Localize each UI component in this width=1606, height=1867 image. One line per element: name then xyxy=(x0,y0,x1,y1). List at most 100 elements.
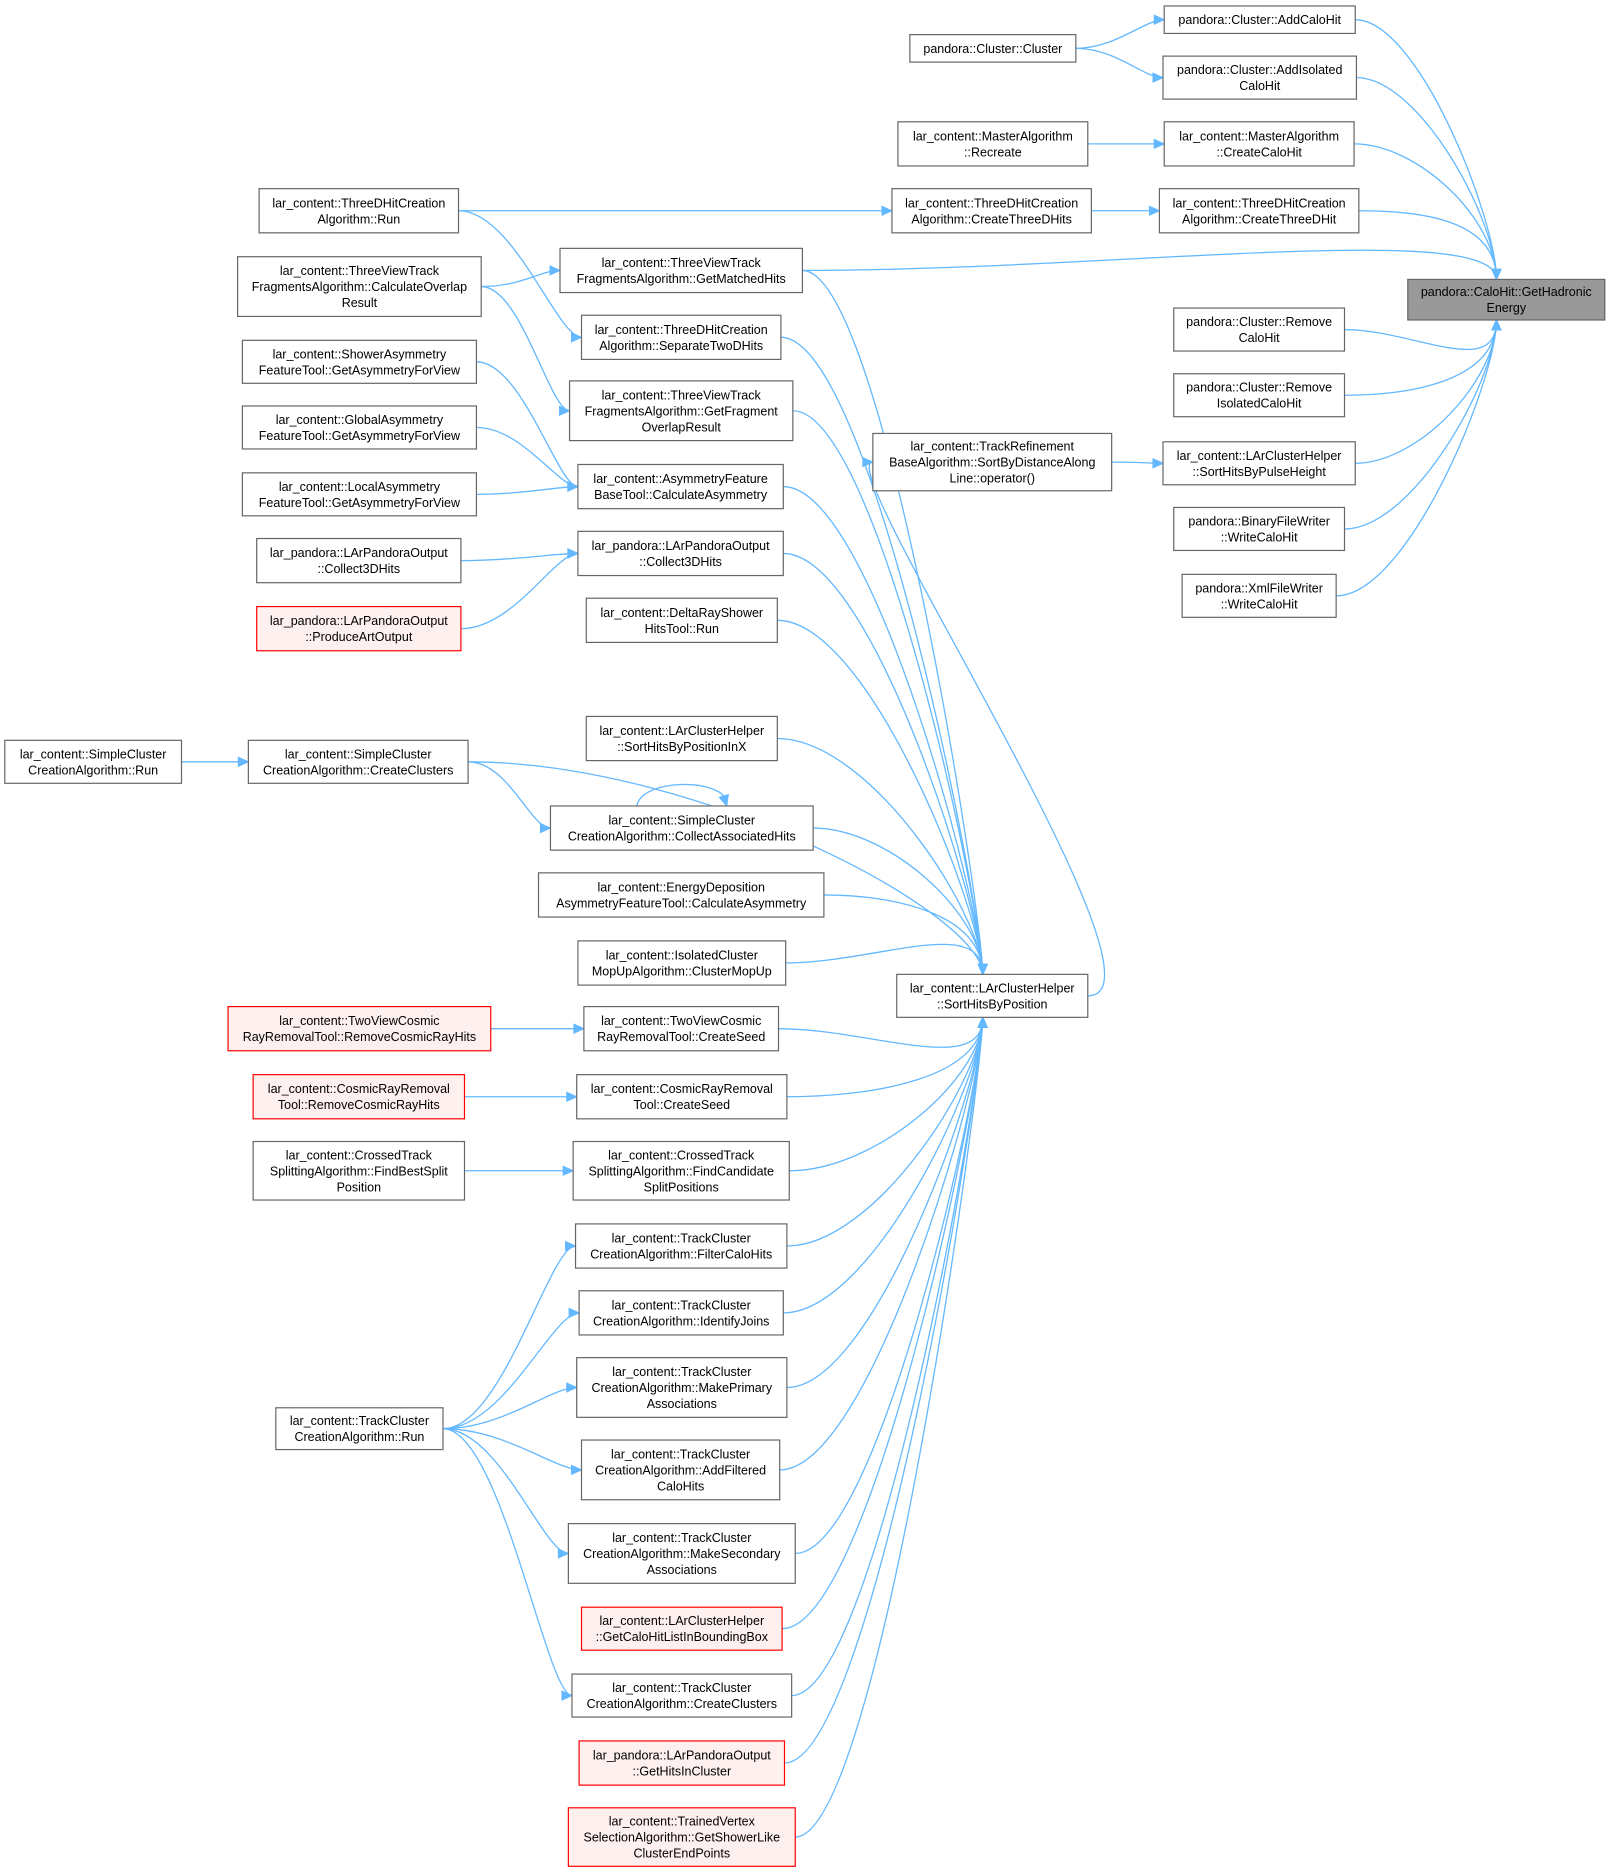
graph-node[interactable]: lar_content::SimpleClusterCreationAlgori… xyxy=(549,805,814,851)
graph-node[interactable]: lar_content::ThreeDHitCreationAlgorithm:… xyxy=(891,188,1092,234)
node-box[interactable] xyxy=(576,1074,788,1120)
node-box[interactable] xyxy=(247,739,469,784)
node-box[interactable] xyxy=(252,1140,466,1201)
node-box[interactable] xyxy=(4,739,183,784)
graph-node[interactable]: lar_content::TrackClusterCreationAlgorit… xyxy=(574,1223,788,1269)
node-box[interactable] xyxy=(568,380,794,442)
graph-node[interactable]: lar_content::MasterAlgorithm::CreateCalo… xyxy=(1163,121,1355,167)
graph-node[interactable]: lar_content::TrackClusterCreationAlgorit… xyxy=(580,1439,781,1501)
graph-node[interactable]: lar_content::CosmicRayRemovalTool::Remov… xyxy=(252,1074,466,1120)
graph-node[interactable]: lar_content::IsolatedClusterMopUpAlgorit… xyxy=(577,940,787,986)
graph-node[interactable]: lar_pandora::LArPandoraOutput::GetHitsIn… xyxy=(578,1740,786,1786)
graph-node[interactable]: lar_content::TrackClusterCreationAlgorit… xyxy=(578,1290,784,1336)
node-box[interactable] xyxy=(241,339,478,384)
graph-node[interactable]: lar_content::EnergyDepositionAsymmetryFe… xyxy=(537,872,825,918)
node-box[interactable] xyxy=(237,256,482,318)
graph-node[interactable]: lar_content::TrackClusterCreationAlgorit… xyxy=(275,1407,444,1451)
node-box[interactable] xyxy=(252,1074,466,1120)
graph-node[interactable]: lar_content::MasterAlgorithm::Recreate xyxy=(897,121,1089,167)
graph-node[interactable]: lar_content::ThreeViewTrackFragmentsAlgo… xyxy=(237,256,482,318)
graph-node[interactable]: lar_content::ThreeDHitCreationAlgorithm:… xyxy=(258,188,460,234)
node-box[interactable] xyxy=(580,314,782,361)
graph-node[interactable]: pandora::BinaryFileWriter::WriteCaloHit xyxy=(1173,506,1346,552)
graph-node[interactable]: lar_content::TwoViewCosmicRayRemovalTool… xyxy=(227,1005,492,1052)
node-box[interactable] xyxy=(574,1223,788,1269)
node-box[interactable] xyxy=(891,188,1092,234)
node-box[interactable] xyxy=(537,872,825,918)
node-box[interactable] xyxy=(578,1740,786,1786)
node-box[interactable] xyxy=(1173,307,1346,352)
graph-node[interactable]: lar_content::TrackClusterCreationAlgorit… xyxy=(576,1357,788,1418)
node-box[interactable] xyxy=(576,1357,788,1418)
node-box[interactable] xyxy=(577,463,784,510)
node-box[interactable] xyxy=(1407,278,1606,321)
graph-node[interactable]: lar_pandora::LArPandoraOutput::Collect3D… xyxy=(256,537,462,584)
node-box[interactable] xyxy=(1163,121,1355,167)
node-box[interactable] xyxy=(275,1407,444,1451)
graph-node[interactable]: lar_content::ThreeDHitCreationAlgorithm:… xyxy=(580,314,782,361)
node-box[interactable] xyxy=(258,188,460,234)
node-box[interactable] xyxy=(1173,373,1346,418)
graph-node[interactable]: lar_content::AsymmetryFeatureBaseTool::C… xyxy=(577,463,784,510)
graph-node[interactable]: lar_content::ThreeViewTrackFragmentsAlgo… xyxy=(568,380,794,442)
graph-node[interactable]: lar_content::LocalAsymmetryFeatureTool::… xyxy=(241,472,478,517)
node-box[interactable] xyxy=(580,1439,781,1501)
node-box[interactable] xyxy=(241,472,478,517)
graph-node[interactable]: lar_content::LArClusterHelper::SortHitsB… xyxy=(1162,441,1356,486)
graph-node[interactable]: pandora::Cluster::Cluster xyxy=(909,34,1077,63)
graph-node[interactable]: lar_content::ThreeDHitCreationAlgorithm:… xyxy=(1158,188,1360,234)
node-box[interactable] xyxy=(583,1005,780,1052)
graph-node[interactable]: lar_content::TrackClusterCreationAlgorit… xyxy=(571,1673,793,1718)
node-box[interactable] xyxy=(896,973,1089,1018)
node-box[interactable] xyxy=(559,247,804,294)
node-box[interactable] xyxy=(227,1005,492,1052)
node-box[interactable] xyxy=(572,1140,790,1201)
node-box[interactable] xyxy=(1162,441,1356,486)
graph-node[interactable]: lar_pandora::LArPandoraOutput::ProduceAr… xyxy=(256,605,462,652)
node-box[interactable] xyxy=(909,34,1077,63)
node-box[interactable] xyxy=(577,530,784,577)
graph-node[interactable]: lar_content::LArClusterHelper::SortHitsB… xyxy=(585,715,778,762)
graph-node[interactable]: lar_content::LArClusterHelper::GetCaloHi… xyxy=(580,1606,783,1651)
graph-node[interactable]: lar_content::ShowerAsymmetryFeatureTool:… xyxy=(241,339,478,384)
graph-node[interactable]: lar_pandora::LArPandoraOutput::Collect3D… xyxy=(577,530,784,577)
node-box[interactable] xyxy=(1181,573,1337,618)
node-box[interactable] xyxy=(897,121,1089,167)
node-box[interactable] xyxy=(578,1290,784,1336)
graph-node[interactable]: lar_content::GlobalAsymmetryFeatureTool:… xyxy=(241,405,478,450)
node-box[interactable] xyxy=(567,1523,796,1584)
node-box[interactable] xyxy=(256,605,462,652)
node-box[interactable] xyxy=(585,597,778,644)
graph-node[interactable]: lar_content::TwoViewCosmicRayRemovalTool… xyxy=(583,1005,780,1052)
graph-node[interactable]: pandora::Cluster::AddCaloHit xyxy=(1163,5,1356,35)
graph-node[interactable]: lar_content::TrainedVertexSelectionAlgor… xyxy=(567,1807,796,1867)
graph-node[interactable]: lar_content::CosmicRayRemovalTool::Creat… xyxy=(576,1074,788,1120)
graph-node[interactable]: lar_content::ThreeViewTrackFragmentsAlgo… xyxy=(559,247,804,294)
node-box[interactable] xyxy=(567,1807,796,1867)
node-box[interactable] xyxy=(577,940,787,986)
node-box[interactable] xyxy=(585,715,778,762)
graph-node[interactable]: lar_content::LArClusterHelper::SortHitsB… xyxy=(896,973,1089,1018)
graph-node[interactable]: pandora::XmlFileWriter::WriteCaloHit xyxy=(1181,573,1337,618)
node-box[interactable] xyxy=(241,405,478,450)
node-box[interactable] xyxy=(549,805,814,851)
node-box[interactable] xyxy=(1162,55,1358,100)
graph-node[interactable]: lar_content::SimpleClusterCreationAlgori… xyxy=(4,739,183,784)
node-box[interactable] xyxy=(872,432,1113,492)
node-box[interactable] xyxy=(256,537,462,584)
node-box[interactable] xyxy=(1163,5,1356,35)
node-box[interactable] xyxy=(1173,506,1346,552)
graph-node[interactable]: lar_content::TrackClusterCreationAlgorit… xyxy=(567,1523,796,1584)
graph-node[interactable]: lar_content::CrossedTrackSplittingAlgori… xyxy=(572,1140,790,1201)
graph-node[interactable]: lar_content::SimpleClusterCreationAlgori… xyxy=(247,739,469,784)
node-box[interactable] xyxy=(580,1606,783,1651)
graph-node[interactable]: lar_content::TrackRefinementBaseAlgorith… xyxy=(872,432,1113,492)
graph-node[interactable]: lar_content::CrossedTrackSplittingAlgori… xyxy=(252,1140,466,1201)
node-box[interactable] xyxy=(1158,188,1360,234)
node-box[interactable] xyxy=(571,1673,793,1718)
